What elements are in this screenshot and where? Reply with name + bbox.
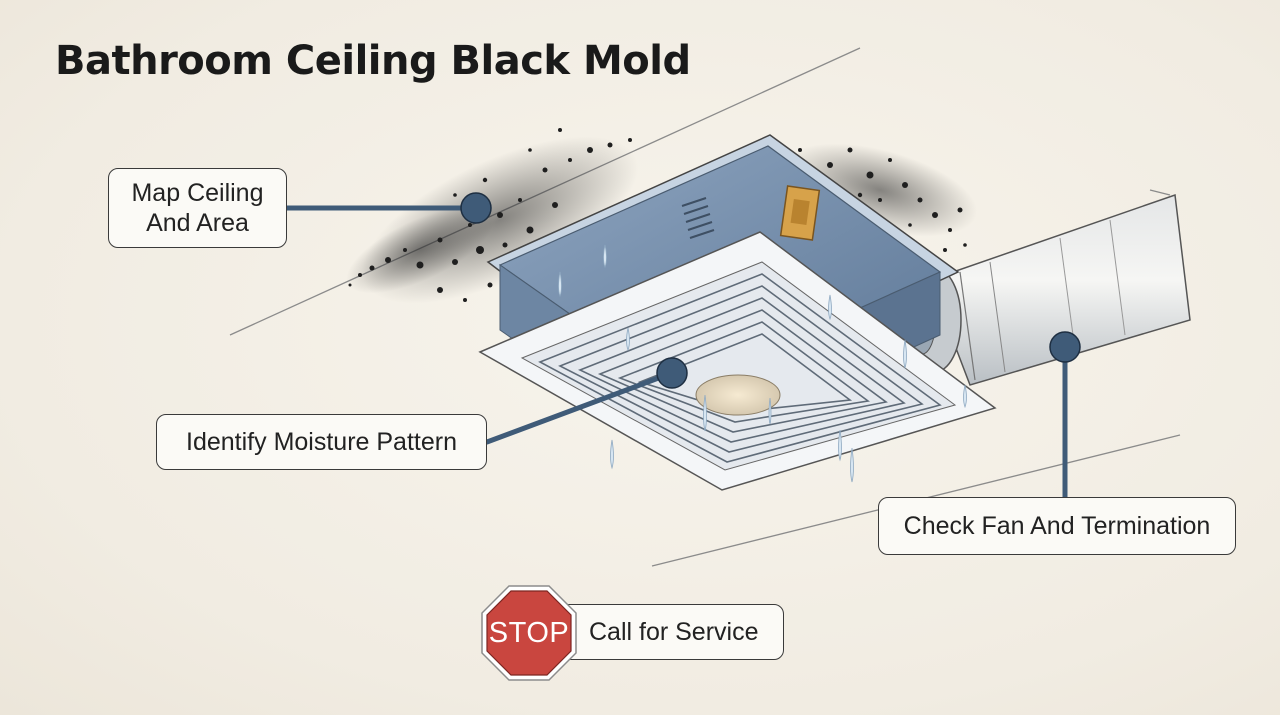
page-title: Bathroom Ceiling Black Mold [55, 38, 691, 84]
exhaust-fan-icon [478, 134, 997, 491]
stop-sign-label: STOP [488, 616, 570, 649]
callout-check-fan: Check Fan And Termination [878, 497, 1236, 555]
leader-dot-map [460, 192, 492, 224]
leader-dots [460, 192, 1081, 389]
stop-sign-icon [481, 585, 577, 681]
callout-map-line1: Map Ceiling [131, 179, 264, 207]
leader-lines [284, 205, 1068, 500]
callout-identify-moisture: Identify Moisture Pattern [156, 414, 487, 470]
callout-map-line2: And Area [146, 209, 249, 237]
call-for-service-button[interactable]: Call for Service [548, 604, 784, 660]
leader-line-moisture [484, 370, 675, 445]
leader-dot-fan [1049, 331, 1081, 363]
leader-dot-moisture [656, 357, 688, 389]
callout-map-ceiling: Map Ceiling And Area [108, 168, 287, 248]
